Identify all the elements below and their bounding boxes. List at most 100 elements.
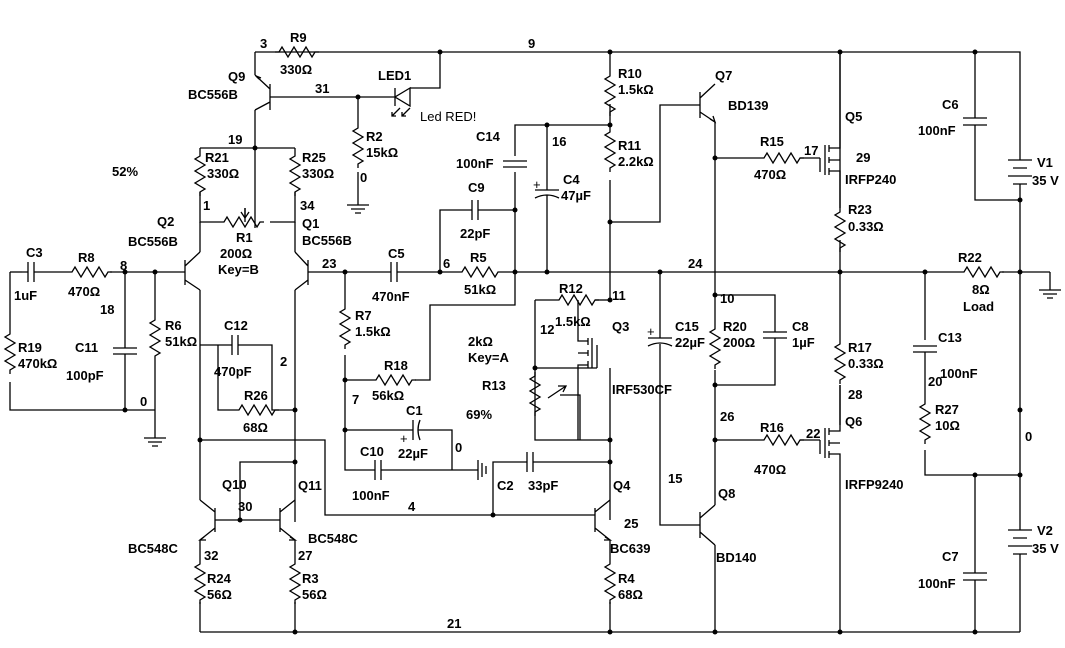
v2-value: 35 V — [1032, 541, 1059, 556]
c9-ref: C9 — [468, 180, 485, 195]
c8-ref: C8 — [792, 319, 809, 334]
svg-text:+: + — [400, 431, 408, 446]
r22-ref: R22 — [958, 250, 982, 265]
c4-ref: C4 — [563, 172, 580, 187]
node-30: 30 — [238, 499, 252, 514]
r19-ref: R19 — [18, 340, 42, 355]
r3-symbol — [289, 559, 301, 605]
c14-ref: C14 — [476, 129, 501, 144]
q7-ref: Q7 — [715, 68, 732, 83]
q8-part: BD140 — [716, 550, 756, 565]
v1-value: 35 V — [1032, 173, 1059, 188]
q1-ref: Q1 — [302, 216, 319, 231]
r27-symbol — [919, 399, 931, 445]
c1-value: 22µF — [398, 446, 428, 461]
node-1: 1 — [203, 198, 210, 213]
led1-note: Led RED! — [420, 109, 476, 124]
r17-ref: R17 — [848, 340, 872, 355]
r25-ref: R25 — [302, 150, 326, 165]
r12-value: 1.5kΩ — [555, 314, 591, 329]
node-20: 20 — [928, 374, 942, 389]
r16-symbol — [759, 434, 805, 446]
r24-ref: R24 — [207, 571, 232, 586]
node-3: 3 — [260, 36, 267, 51]
node-24: 24 — [688, 256, 703, 271]
c15-ref: C15 — [675, 319, 699, 334]
r23-ref: R23 — [848, 202, 872, 217]
r3-ref: R3 — [302, 571, 319, 586]
q9-part: BC556B — [188, 87, 238, 102]
svg-text:+: + — [533, 177, 541, 192]
q4-ref: Q4 — [613, 478, 631, 493]
node-34: 34 — [300, 198, 315, 213]
r21-symbol — [194, 151, 206, 197]
r15-ref: R15 — [760, 134, 784, 149]
r1-percent: 52% — [112, 164, 138, 179]
ground-load — [1039, 272, 1061, 299]
q2-part: BC556B — [128, 234, 178, 249]
node-11: 11 — [612, 288, 626, 303]
c5-value: 470nF — [372, 289, 410, 304]
r15-symbol — [759, 152, 805, 164]
ground-r2 — [347, 204, 369, 214]
r11-value: 2.2kΩ — [618, 154, 654, 169]
r16-ref: R16 — [760, 420, 784, 435]
node-15: 15 — [668, 471, 682, 486]
q4-part: BC639 — [610, 541, 650, 556]
q3-part: IRF530CF — [612, 382, 672, 397]
r5-value: 51kΩ — [464, 282, 496, 297]
r4-value: 68Ω — [618, 587, 643, 602]
c7-ref: C7 — [942, 549, 959, 564]
c3-value: 1uF — [14, 288, 37, 303]
r8-symbol — [67, 266, 113, 278]
node-0-r2: 0 — [360, 170, 367, 185]
r12-ref: R12 — [559, 281, 583, 296]
led1-symbol — [390, 86, 411, 117]
node-7: 7 — [352, 392, 359, 407]
c6-value: 100nF — [918, 123, 956, 138]
node-9: 9 — [528, 36, 535, 51]
q8-ref: Q8 — [718, 486, 735, 501]
r13-percent: 69% — [466, 407, 492, 422]
node-12: 12 — [540, 322, 554, 337]
c5-ref: C5 — [388, 246, 405, 261]
r11-symbol — [604, 127, 616, 173]
node-32: 32 — [204, 548, 218, 563]
node-16: 16 — [552, 134, 566, 149]
node-25: 25 — [624, 516, 638, 531]
r1-ref: R1 — [236, 230, 253, 245]
transistors — [184, 52, 841, 546]
v2-ref: V2 — [1037, 523, 1053, 538]
r18-value: 56kΩ — [372, 388, 404, 403]
r27-ref: R27 — [935, 402, 959, 417]
c1-ref: C1 — [406, 403, 423, 418]
node-0-c10: 0 — [455, 440, 462, 455]
r5-symbol — [457, 266, 503, 278]
r2-ref: R2 — [366, 129, 383, 144]
c7-value: 100nF — [918, 576, 956, 591]
r3-value: 56Ω — [302, 587, 327, 602]
r19-symbol — [4, 329, 16, 375]
resistors — [4, 46, 1005, 605]
r25-symbol — [289, 151, 301, 197]
c6-ref: C6 — [942, 97, 959, 112]
r20-symbol — [709, 324, 721, 370]
q7-part: BD139 — [728, 98, 768, 113]
node-28: 28 — [848, 387, 862, 402]
node-8: 8 — [120, 258, 127, 273]
r6-ref: R6 — [165, 318, 182, 333]
r26-value: 68Ω — [243, 420, 268, 435]
r7-symbol — [339, 304, 351, 350]
c2-value: 33pF — [528, 478, 558, 493]
r20-ref: R20 — [723, 319, 747, 334]
node-0-output: 0 — [1025, 429, 1032, 444]
r22-symbol — [959, 266, 1005, 278]
r13-ref: R13 — [482, 378, 506, 393]
grounds — [144, 204, 1061, 480]
q3-ref: Q3 — [612, 319, 629, 334]
c15-value: 22µF — [675, 335, 705, 350]
ground-r6 — [144, 437, 166, 447]
r4-symbol — [604, 559, 616, 605]
r25-value: 330Ω — [302, 166, 334, 181]
r7-value: 1.5kΩ — [355, 324, 391, 339]
